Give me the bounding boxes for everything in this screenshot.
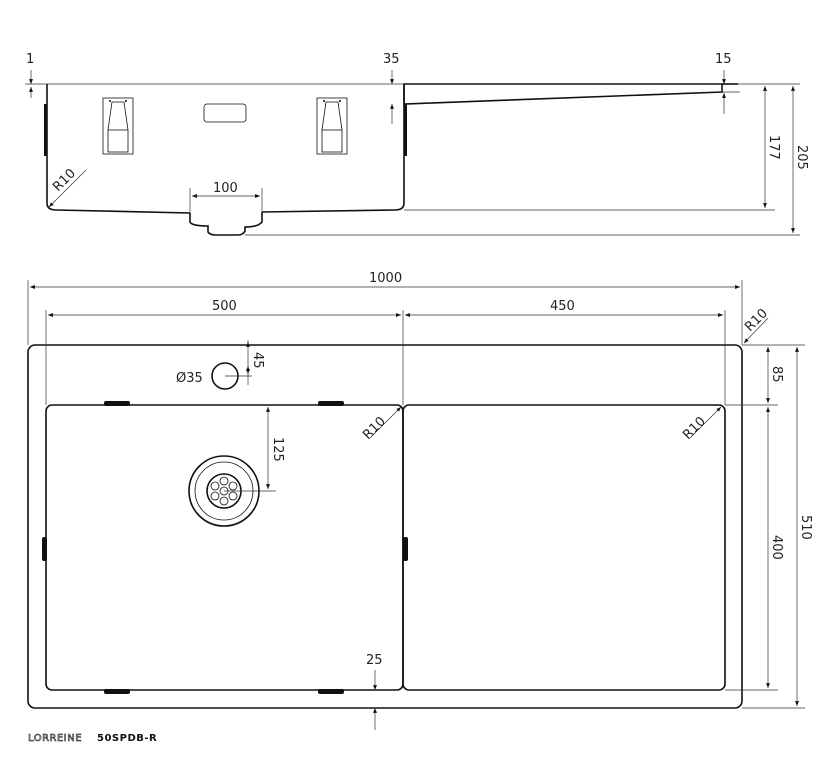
front-depth-label: 85 (769, 366, 784, 383)
top-view: Ø35 45 125 1000 500 (27, 271, 813, 730)
overflow-slot (203, 103, 247, 123)
drainer-width-label: 450 (550, 299, 575, 314)
overall-depth-label: 510 (798, 515, 813, 540)
tap-offset-label: 45 (250, 352, 265, 369)
drainer-outline (402, 404, 726, 691)
bowl-radius-label: R10 (360, 414, 389, 443)
dim-1-label: 1 (26, 52, 34, 67)
dim-177-label: 177 (766, 135, 781, 160)
right-bracket-icon (316, 97, 348, 155)
dim-15-label: 15 (715, 52, 732, 67)
dim-35-label: 35 (383, 52, 400, 67)
bowl-outline (45, 404, 404, 691)
outer-radius-label: R10 (742, 306, 771, 335)
model-code: 50SPDB-R (97, 733, 157, 744)
bowl-depth-label: 400 (769, 535, 784, 560)
outer-rim (27, 344, 743, 709)
waste-offset-label: 125 (270, 437, 285, 462)
dim-205-label: 205 (794, 145, 809, 170)
drainer-radius-label: R10 (680, 414, 709, 443)
product-label: LORREINE 50SPDB-R (28, 733, 157, 745)
left-bracket-icon (102, 97, 134, 155)
brand-logo: LORREINE (28, 733, 82, 744)
rim-bottom-label: 25 (366, 653, 383, 668)
side-radius-label: R10 (50, 166, 79, 195)
tap-hole-label: Ø35 (176, 371, 203, 386)
overall-width-label: 1000 (369, 271, 402, 286)
bowl-width-label: 500 (212, 299, 237, 314)
drain-width-label: 100 (213, 181, 238, 196)
side-view: 1 35 15 177 205 R10 100 (25, 52, 809, 236)
